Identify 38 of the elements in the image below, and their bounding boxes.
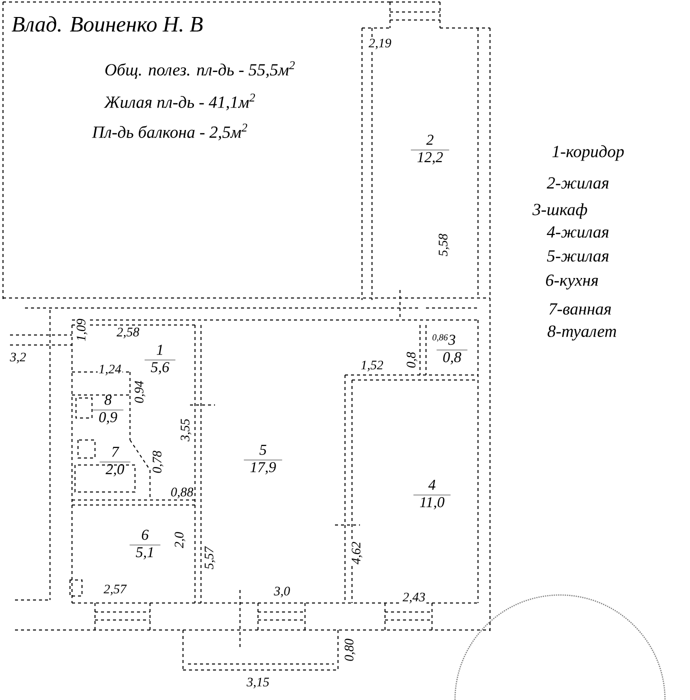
dimension-label: 0,78 — [152, 450, 164, 474]
key-item: 6-кухня — [544, 274, 600, 290]
dimension-label: 0,8 — [406, 350, 418, 370]
dimension-label: 2,0 — [174, 530, 186, 550]
note-text: Пл-дь балкона - 2,5м$^{2}$ — [91, 122, 249, 142]
dimension-label: 3,0 — [272, 586, 292, 598]
room-label: 4 11,0 — [413, 480, 451, 510]
key-item: 3-шкаф — [531, 202, 589, 220]
key-item: 2-жилая — [546, 176, 610, 190]
key-item: 5-жилая — [546, 249, 610, 263]
dimension-label: 3,2 — [8, 352, 28, 364]
dimension-label: 2,58 — [116, 326, 140, 340]
room-label: 6 5,1 — [129, 530, 161, 560]
dimension-label: 2,43 — [402, 592, 426, 604]
room-label: 1 5,6 — [144, 344, 176, 374]
key-item: 1-коридор — [550, 144, 626, 162]
dimension-label: 1,52 — [360, 360, 384, 372]
dimension-label: 1,09 — [76, 318, 88, 342]
dimension-label: 1,24 — [98, 364, 122, 376]
dimension-label: 0,86 — [431, 333, 449, 343]
room-label: 2 12,2 — [410, 134, 450, 164]
dimension-label: 0,88 — [170, 486, 194, 500]
dimension-label: 3,55 — [180, 418, 192, 442]
dimension-label: 4,62 — [350, 540, 364, 566]
dimension-label: 5,58 — [438, 232, 450, 258]
dimension-label: 2,57 — [102, 584, 128, 596]
key-item: 4-жилая — [546, 225, 610, 239]
dimension-label: 0,80 — [344, 638, 356, 662]
dimension-label: 3,15 — [246, 676, 270, 690]
note-text: Общ. полез. пл-дь - 55,5м$^{2}$ — [104, 60, 296, 80]
key-item: 8-туалет — [546, 324, 618, 342]
dimension-label: 5,57 — [204, 546, 216, 570]
title-text: Влад. Воиненко Н. В — [12, 16, 203, 32]
room-label: 5 17,9 — [244, 444, 282, 474]
key-item: 7-ванная — [547, 302, 613, 316]
note-text: Жилая пл-дь - 41,1м$^{2}$ — [103, 92, 257, 112]
dimension-label: 2,19 — [368, 38, 392, 50]
dimension-label: 0,94 — [134, 380, 146, 404]
